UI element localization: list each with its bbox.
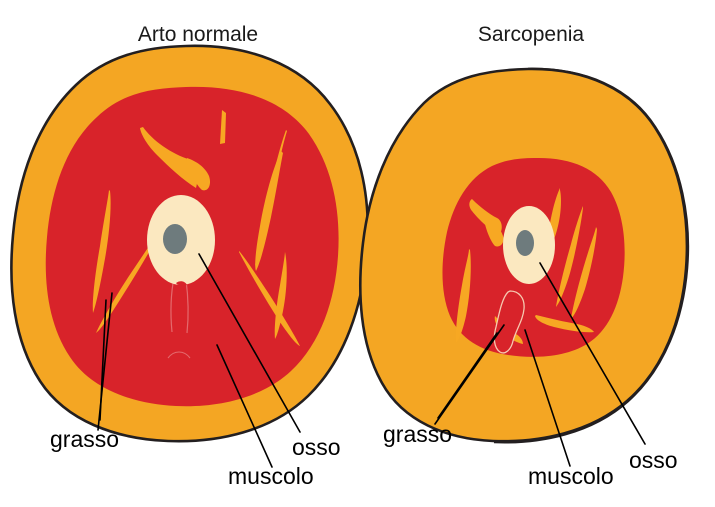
label-fat-sarcopenia: grasso	[383, 421, 452, 447]
leader-line-fat-sarcopenia-2	[437, 332, 498, 419]
panel-title-normal: Arto normale	[138, 23, 258, 46]
panel-sarcopenia-limb: Sarcopenia	[359, 23, 690, 489]
label-fat-normal: grasso	[50, 426, 119, 452]
leader-line-fat-normal-2	[99, 299, 107, 421]
marrow-normal	[163, 224, 187, 254]
leader-line-fat-sarcopenia	[434, 324, 505, 425]
panel-title-sarcopenia: Sarcopenia	[478, 23, 585, 46]
panel-normal-limb: Arto normale	[10, 23, 370, 489]
leader-line-bone-sarcopenia	[539, 262, 646, 445]
leader-lines-normal	[97, 253, 301, 468]
label-bone-sarcopenia: osso	[629, 447, 678, 473]
leader-line-muscle-sarcopenia	[524, 329, 571, 467]
label-muscle-normal: muscolo	[228, 463, 314, 489]
fat-inclusion-sarcopenia	[493, 290, 525, 354]
leader-line-bone-normal	[198, 253, 301, 433]
label-bone-normal: osso	[292, 434, 341, 460]
leader-lines-sarcopenia	[434, 262, 646, 467]
marrow-sarcopenia	[516, 230, 534, 256]
leader-line-muscle-normal	[216, 344, 273, 468]
bone-notch-normal	[176, 281, 187, 286]
label-muscle-sarcopenia: muscolo	[528, 463, 614, 489]
intramuscular-fat-streaks-normal	[92, 110, 300, 346]
